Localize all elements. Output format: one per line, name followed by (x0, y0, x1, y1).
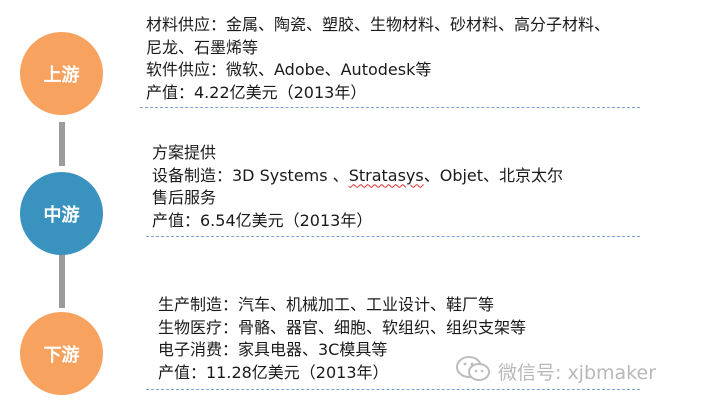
detail-line: 方案提供 (152, 143, 217, 162)
separator-line (146, 389, 640, 390)
detail-line: 生产制造：汽车、机械加工、工业设计、鞋厂等 (158, 295, 495, 314)
watermark: 微信号: xjbmaker (456, 355, 696, 388)
stage-label: 下游 (43, 344, 80, 366)
detail-line: 电子消费：家具电器、3C模具等 (158, 340, 388, 359)
separator-line (140, 107, 640, 108)
detail-line: 软件供应：微软、Adobe、Autodesk等 (146, 60, 432, 79)
stage-label: 上游 (43, 64, 80, 86)
stage-node-downstream: 下游 (20, 312, 103, 395)
spellcheck-underlined-text: Stratasys (348, 165, 424, 185)
upstream-details: 材料供应：金属、陶瓷、塑胶、生物材料、砂材料、高分子材料、 尼龙、石墨烯等 软件… (146, 14, 610, 104)
midstream-details: 方案提供 设备制造：3D Systems 、Stratasys、Objet、北京… (152, 142, 563, 232)
stage-label: 中游 (43, 204, 80, 226)
detail-line: 生物医疗：骨骼、器官、细胞、软组织、组织支架等 (158, 317, 527, 337)
detail-text: 、Objet、北京太尔 (423, 165, 564, 185)
separator-line (146, 236, 640, 237)
detail-line: 尼龙、石墨烯等 (146, 37, 259, 57)
watermark-text: 微信号: xjbmaker (498, 361, 657, 384)
detail-line: 设备制造：3D Systems 、Stratasys、Objet、北京太尔 (152, 165, 563, 188)
detail-line: 材料供应：金属、陶瓷、塑胶、生物材料、砂材料、高分子材料、 (146, 15, 611, 34)
downstream-details: 生产制造：汽车、机械加工、工业设计、鞋厂等 生物医疗：骨骼、器官、细胞、软组织、… (158, 294, 526, 384)
stage-node-midstream: 中游 (20, 172, 103, 255)
detail-line: 售后服务 (152, 188, 217, 207)
detail-line: 产值：11.28亿美元（2013年） (158, 362, 389, 382)
detail-text: 设备制造：3D Systems 、 (152, 165, 349, 185)
detail-line: 产值：4.22亿美元（2013年） (146, 82, 367, 102)
stage-node-upstream: 上游 (20, 32, 103, 115)
connector-line (59, 122, 65, 166)
detail-line: 产值：6.54亿美元（2013年） (152, 210, 373, 230)
connector-line (59, 254, 65, 308)
wechat-icon (456, 355, 498, 388)
